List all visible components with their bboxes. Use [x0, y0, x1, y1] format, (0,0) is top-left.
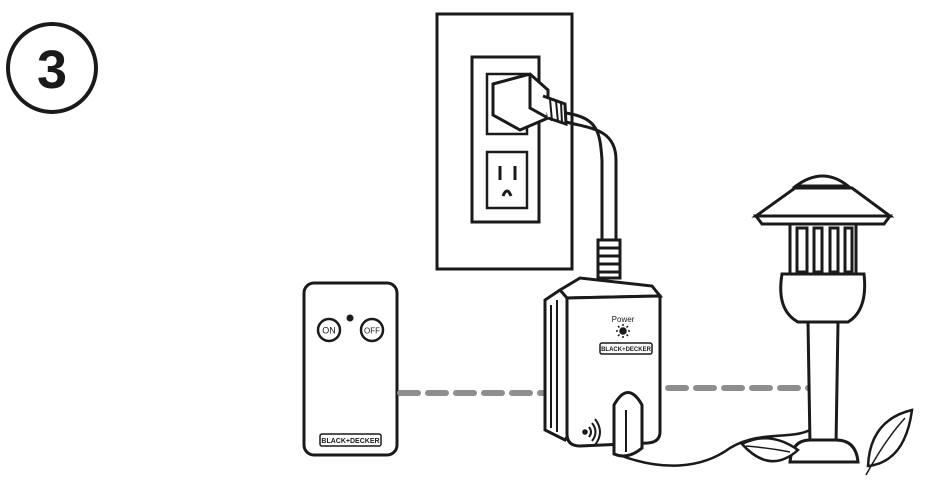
plug [491, 72, 568, 132]
grip-line-2 [555, 100, 559, 123]
plug-body [491, 72, 550, 132]
cord-outer-right [565, 120, 618, 240]
receiver-labels: Power BLACK+DECKER [582, 315, 653, 446]
lamp-base [788, 438, 860, 464]
leaf-left [739, 437, 800, 463]
lower-receptacle [485, 150, 529, 210]
remote-control: ON OFF BLACK+DECKER [302, 281, 399, 457]
remote-brand-plate [319, 433, 382, 447]
power-cord [565, 111, 622, 280]
receiver-brand: BLACK+DECKER [601, 347, 652, 353]
lamp-cap-top [791, 174, 853, 188]
lamp-roof [751, 186, 895, 218]
garden-lamp [751, 174, 895, 464]
wall-outlet [435, 12, 574, 271]
step-number: 3 [37, 40, 67, 100]
leaf-left-blade [739, 437, 800, 463]
leaf-right-vein [865, 417, 906, 476]
leaf-right [865, 408, 914, 476]
lamp-bar-2 [812, 226, 824, 274]
remote-on-button[interactable]: ON [316, 317, 342, 343]
remote-brand: BLACK+DECKER [321, 438, 379, 445]
wall-plate [435, 12, 574, 271]
outlet-frame [470, 55, 541, 224]
plug-edge [528, 74, 549, 120]
power-label: Power [612, 315, 635, 324]
lamp-roof-rim [753, 214, 893, 226]
receiver [543, 276, 811, 467]
outlet-ground-hole [501, 189, 513, 197]
grip-line-3 [560, 102, 563, 124]
lamp-bar-3 [828, 226, 840, 274]
receiver-socket-cover [612, 391, 644, 458]
step-circle [6, 22, 98, 114]
led-sun-icon [616, 324, 630, 338]
lamp-post [806, 320, 840, 447]
lamp-bowl [779, 272, 867, 324]
on-button-ring[interactable] [316, 317, 342, 343]
output-cord [621, 428, 811, 467]
remote-off-button[interactable]: OFF [359, 317, 385, 343]
receiver-brand-plate [599, 342, 653, 355]
grip-line-1 [549, 98, 553, 122]
remote-indicator-led [346, 314, 354, 322]
wireless-signal-icon [582, 418, 601, 446]
remote-body [302, 281, 399, 457]
step-badge: 3 [6, 22, 98, 114]
off-button-ring[interactable] [359, 317, 385, 343]
leaf-left-vein [745, 445, 791, 453]
lamp-bar-1 [795, 226, 809, 274]
lamp-bar-4 [843, 226, 854, 274]
off-button-label: OFF [364, 327, 380, 336]
on-button-label: ON [322, 326, 336, 336]
